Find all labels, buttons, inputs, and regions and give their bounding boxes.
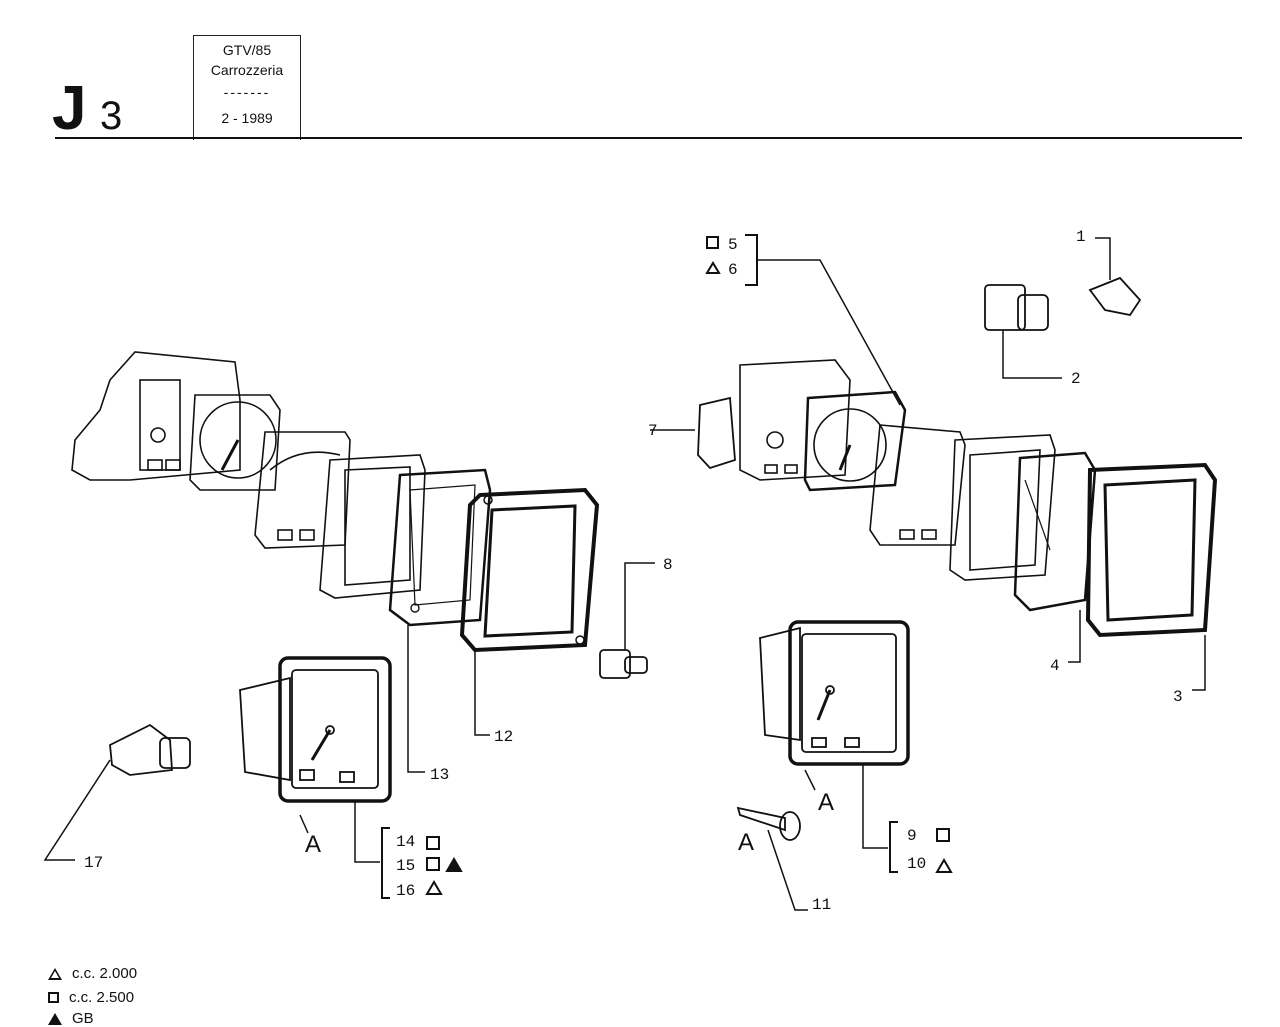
bulb-holder-17 (109, 723, 191, 776)
square-outline-icon (48, 992, 59, 1003)
square-outline-icon (936, 828, 950, 842)
right-glass-4 (1013, 451, 1097, 612)
callout-10: 10 (907, 855, 926, 873)
title-separator: ------- (223, 84, 271, 100)
date-label: 2 - 1989 (221, 110, 273, 126)
right-dial-face (803, 390, 907, 492)
legend-label: c.c. 2.000 (72, 965, 138, 982)
callout-7: 7 (648, 422, 658, 440)
callout-3: 3 (1173, 688, 1183, 706)
arrow-A-right (804, 769, 816, 791)
callout-11: 11 (812, 896, 831, 914)
callout-15: 15 (396, 857, 415, 875)
triangle-outline-icon (425, 880, 443, 895)
left-gauge-A (239, 656, 392, 803)
legend-item-2500: c.c. 2.500 (48, 989, 134, 1006)
left-bezel-frame (319, 454, 426, 599)
leader-11 (767, 829, 808, 911)
callout-17: 17 (84, 854, 103, 872)
left-dial-face (189, 394, 281, 491)
bracket-14-16 (381, 827, 390, 899)
right-dial-plate (869, 424, 966, 546)
right-instrument-housing (739, 359, 851, 481)
callout-8: 8 (663, 556, 673, 574)
leader-3 (1192, 635, 1206, 691)
leader-4 (1068, 610, 1081, 663)
leader-1 (1095, 237, 1111, 280)
legend-label: GB (72, 1010, 94, 1027)
title-box: GTV/85 Carrozzeria ------- 2 - 1989 (193, 35, 301, 140)
leader-14-16 (354, 800, 380, 863)
callout-5: 5 (728, 236, 738, 254)
legend-item-gb: GB (48, 1010, 94, 1027)
leader-5-6 (757, 259, 901, 406)
right-lamp-7 (697, 396, 736, 470)
view-label-A-right: A (818, 789, 834, 816)
callout-2: 2 (1071, 370, 1081, 388)
leader-17 (43, 759, 111, 861)
bulb-holder-2 (984, 284, 1049, 331)
right-seal-frame-3 (1085, 462, 1218, 638)
left-seal-frame-12 (459, 487, 600, 653)
section-number: 3 (100, 94, 123, 138)
callout-16: 16 (396, 882, 415, 900)
leader-8 (624, 562, 655, 650)
model-label: GTV/85 (222, 42, 272, 58)
callout-9: 9 (907, 827, 917, 845)
view-label-A-screw: A (738, 829, 754, 856)
view-label-A-left: A (305, 831, 321, 858)
section-letter: J (52, 74, 87, 143)
square-outline-icon (426, 857, 440, 871)
group-label: Carrozzeria (210, 62, 284, 78)
screw-11 (736, 806, 801, 841)
triangle-outline-icon (705, 261, 721, 274)
callout-12: 12 (494, 728, 513, 746)
left-glass-13 (388, 468, 492, 627)
legend-label: c.c. 2.500 (69, 989, 135, 1006)
triangle-filled-icon (48, 1012, 62, 1025)
leader-2 (1002, 330, 1062, 379)
square-outline-icon (706, 236, 719, 249)
callout-6: 6 (728, 261, 738, 279)
bulb-1 (1088, 276, 1142, 317)
legend-item-2000: c.c. 2.000 (48, 965, 137, 982)
bracket-5-6 (745, 234, 758, 286)
bulb-holder-8 (599, 649, 648, 679)
leader-13 (407, 625, 425, 773)
triangle-filled-icon (445, 857, 463, 872)
leader-9-10 (862, 765, 888, 849)
triangle-outline-icon (48, 967, 62, 980)
right-gauge-A (759, 620, 910, 766)
callout-13: 13 (430, 766, 449, 784)
callout-1: 1 (1076, 228, 1086, 246)
left-instrument-housing (71, 351, 241, 481)
right-bezel-frame (949, 434, 1056, 581)
square-outline-icon (426, 836, 440, 850)
leader-12 (474, 650, 490, 736)
triangle-outline-icon (935, 858, 953, 873)
bracket-9-10 (889, 821, 898, 873)
callout-4: 4 (1050, 657, 1060, 675)
callout-14: 14 (396, 833, 415, 851)
arrow-A-left (299, 814, 309, 834)
